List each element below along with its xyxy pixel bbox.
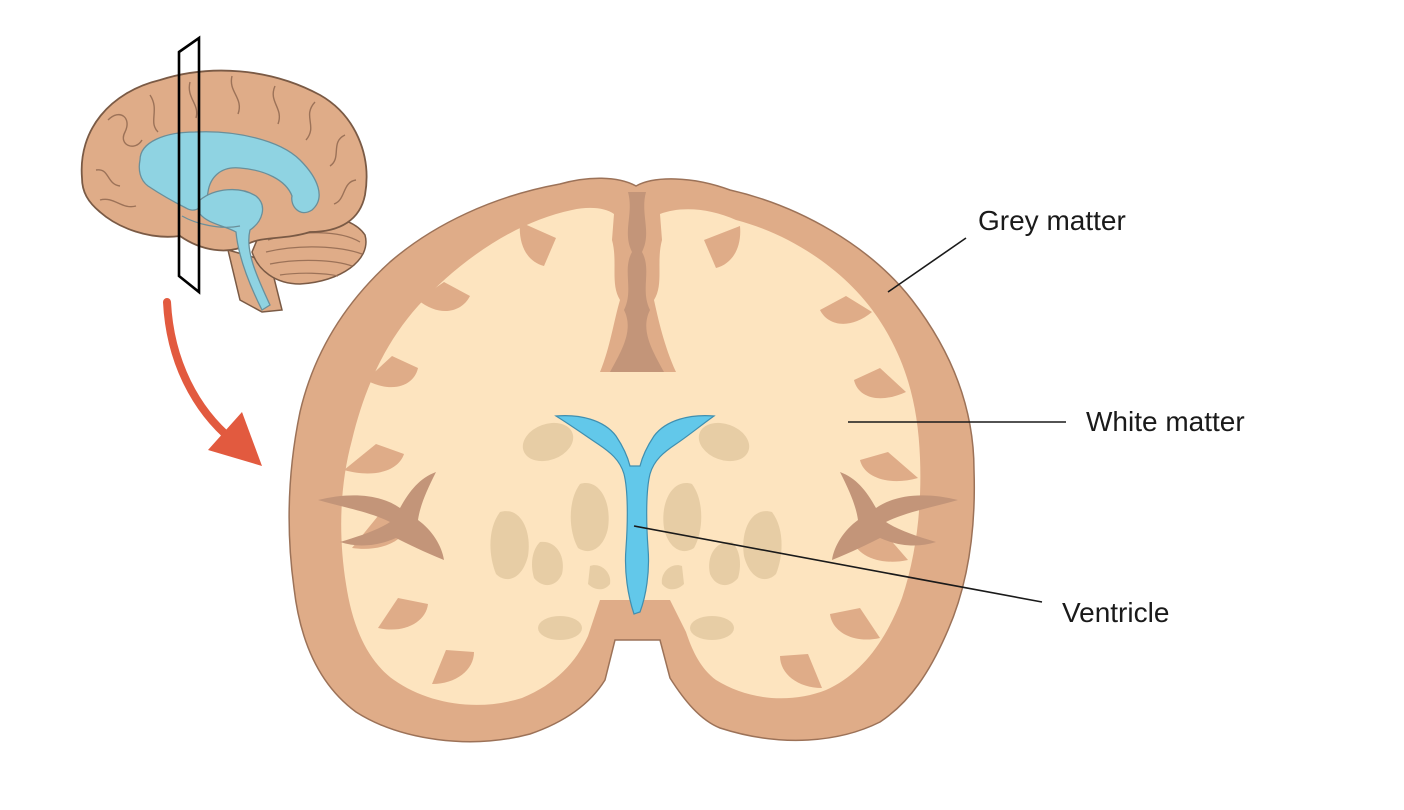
longitudinal-fissure xyxy=(610,192,664,372)
deep-nuclei xyxy=(490,422,782,640)
coronal-section xyxy=(288,177,976,743)
white-matter-region xyxy=(341,207,921,705)
curved-arrow-icon xyxy=(163,298,262,466)
ventricle-system-shape xyxy=(138,131,320,214)
ventricle-label: Ventricle xyxy=(1062,597,1169,628)
grey-matter-leader xyxy=(887,237,967,293)
left-lateral-sulcus xyxy=(318,472,444,560)
right-lateral-sulcus xyxy=(832,472,958,560)
ventricle-shape xyxy=(554,415,716,615)
ventricle-lower-shape xyxy=(199,189,271,311)
coronal-plane-icon xyxy=(177,35,201,295)
ventricle-leader xyxy=(633,525,1043,603)
whole-brain-sagittal-icon xyxy=(80,69,368,313)
white-matter-label: White matter xyxy=(1086,406,1245,437)
grey-matter-label: Grey matter xyxy=(978,205,1126,236)
